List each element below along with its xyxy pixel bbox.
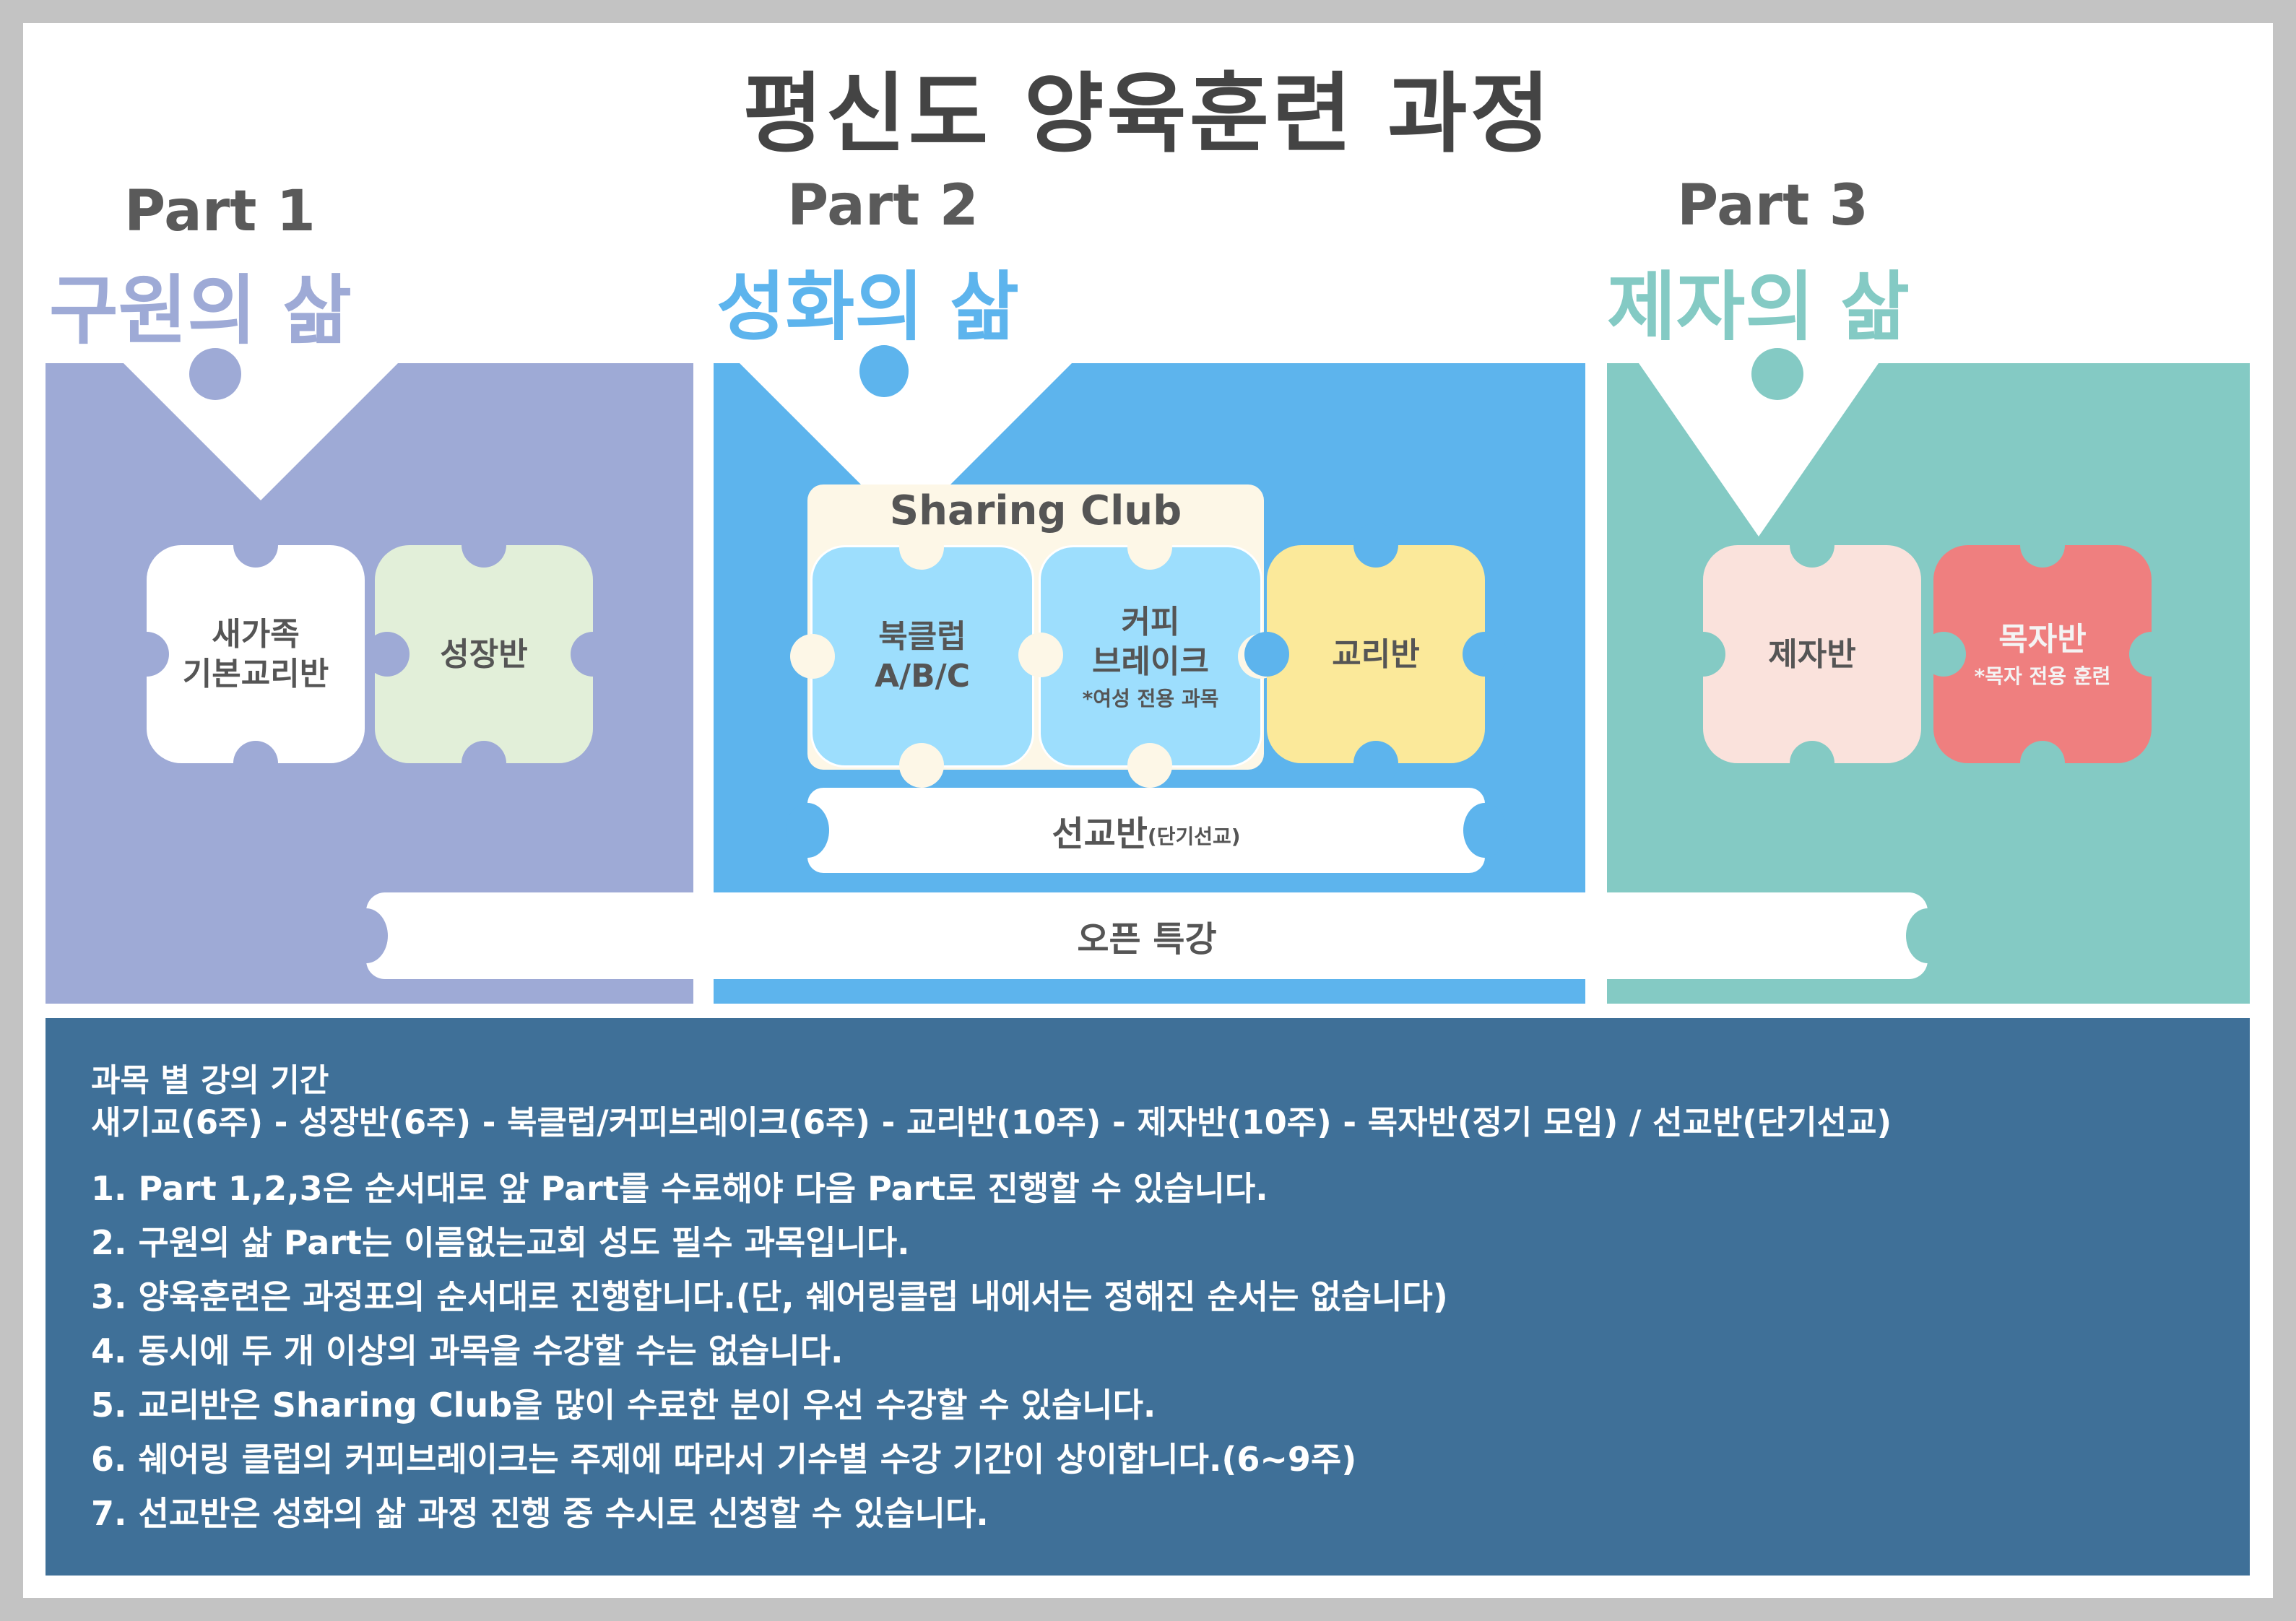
course-note: *여성 전용 과목 (1082, 686, 1219, 710)
course-card-shepherd[interactable]: 목자반 *목자 전용 훈련 (1933, 523, 2174, 786)
part1-label: Part 1 (124, 179, 316, 244)
part2-marker-dot-icon (859, 345, 909, 397)
course-note: (단기선교) (1147, 825, 1241, 848)
course-card-book-club[interactable]: 북클럽 A/B/C (790, 525, 1034, 788)
puzzle-notch-icon (1244, 632, 1289, 677)
course-name: 제자반 (1768, 635, 1856, 673)
puzzle-notch-icon (1127, 525, 1172, 570)
puzzle-notch-icon (2020, 741, 2065, 786)
course-card-coffee-break[interactable]: 커피 브레이크 *여성 전용 과목 (1039, 525, 1283, 788)
course-name: 교리반 (1332, 635, 1420, 673)
course-card-disciple[interactable]: 제자반 (1681, 523, 1921, 786)
course-name: 목자반 (1998, 621, 2087, 658)
info-rule-2: 2. 구원의 삶 Part는 이름없는교회 성도 필수 과목입니다. (91, 1223, 910, 1262)
course-name: 선교반 (1052, 814, 1148, 854)
course-bar-mission[interactable]: 선교반 (단기선교) (786, 788, 1507, 873)
puzzle-notch-icon (899, 525, 944, 570)
puzzle-notch-icon (1463, 803, 1507, 858)
puzzle-notch-icon (345, 908, 388, 963)
info-rule-7: 7. 선교반은 성화의 삶 과정 진행 중 수시로 신청할 수 있습니다. (91, 1494, 989, 1533)
puzzle-notch-icon (786, 803, 829, 858)
open-lecture-label: 오픈 특강 (1077, 919, 1217, 960)
puzzle-notch-icon (2020, 523, 2065, 568)
course-name: 성장반 (440, 635, 528, 673)
course-name-line2: 브레이크 (1092, 643, 1209, 680)
course-name-line1: 북클럽 (878, 618, 966, 655)
puzzle-notch-icon (1127, 743, 1172, 788)
page-title: 평신도 양육훈련 과정 (742, 64, 1554, 165)
puzzle-notch-icon (1353, 523, 1398, 568)
info-box: 과목 별 강의 기간 새기교(6주) - 성장반(6주) - 북클럽/커피브레이… (46, 1018, 2250, 1576)
puzzle-notch-icon (124, 632, 169, 677)
course-name-line2: 기본교리반 (182, 656, 329, 692)
puzzle-notch-icon (790, 634, 835, 679)
course-name-line1: 커피 (1121, 603, 1180, 640)
course-card-new-family[interactable]: 새가족 기본교리반 (124, 523, 365, 786)
sharing-club-group: Sharing Club 북클럽 A/B/C 커피 브레이크 *여성 전용 과목 (790, 484, 1283, 788)
sharing-club-title: Sharing Club (889, 487, 1182, 534)
puzzle-notch-icon (462, 741, 506, 786)
part2-name: 성화의 삶 (716, 263, 1019, 351)
part2-label: Part 2 (787, 173, 979, 238)
course-name-line1: 새가족 (212, 616, 300, 653)
info-durations: 새기교(6주) - 성장반(6주) - 북클럽/커피브레이크(6주) - 교리반… (91, 1103, 1892, 1142)
puzzle-notch-icon (571, 632, 615, 677)
course-card-growth[interactable]: 성장반 (375, 523, 615, 786)
puzzle-notch-icon (1790, 523, 1834, 568)
puzzle-notch-icon (1681, 632, 1725, 677)
part1-panel: 새가족 기본교리반 성장반 (46, 363, 693, 1004)
part3-label: Part 3 (1677, 173, 1868, 238)
part3-panel: 제자반 목자반 *목자 전용 훈련 (1607, 363, 2250, 1004)
course-note: *목자 전용 훈련 (1974, 664, 2111, 688)
puzzle-notch-icon (1463, 632, 1507, 677)
puzzle-connector-icon (1921, 632, 1966, 677)
info-rule-1: 1. Part 1,2,3은 순서대로 앞 Part를 수료해야 다음 Part… (91, 1169, 1268, 1208)
puzzle-notch-icon (899, 743, 944, 788)
info-heading: 과목 별 강의 기간 (91, 1062, 329, 1099)
puzzle-connector-icon (1018, 633, 1063, 677)
puzzle-notch-icon (1906, 908, 1949, 963)
info-rule-6: 6. 쉐어링 클럽의 커피브레이크는 주제에 따라서 기수별 수강 기간이 상이… (91, 1440, 1357, 1479)
puzzle-notch-icon (1353, 741, 1398, 786)
info-rule-5: 5. 교리반은 Sharing Club을 많이 수료한 분이 우선 수강할 수… (91, 1386, 1156, 1425)
part3-marker-dot-icon (1751, 348, 1803, 400)
info-rule-4: 4. 동시에 두 개 이상의 과목을 수강할 수는 없습니다. (91, 1331, 844, 1370)
puzzle-notch-icon (1790, 741, 1834, 786)
part3-name: 제자의 삶 (1607, 263, 1910, 351)
open-lecture-bar[interactable]: 오픈 특강 (345, 892, 1949, 979)
notch-chevron-icon (124, 363, 398, 500)
course-name-line2: A/B/C (874, 658, 971, 695)
part1-name: 구원의 삶 (49, 266, 352, 355)
puzzle-connector-icon (365, 632, 410, 677)
puzzle-notch-icon (2129, 632, 2174, 677)
puzzle-notch-icon (233, 741, 278, 786)
info-rule-3: 3. 양육훈련은 과정표의 순서대로 진행합니다.(단, 쉐어링클럽 내에서는 … (91, 1277, 1448, 1316)
puzzle-notch-icon (233, 523, 278, 568)
part1-marker-dot-icon (189, 348, 241, 400)
puzzle-notch-icon (462, 523, 506, 568)
course-card-doctrine[interactable]: 교리반 (1244, 523, 1507, 786)
